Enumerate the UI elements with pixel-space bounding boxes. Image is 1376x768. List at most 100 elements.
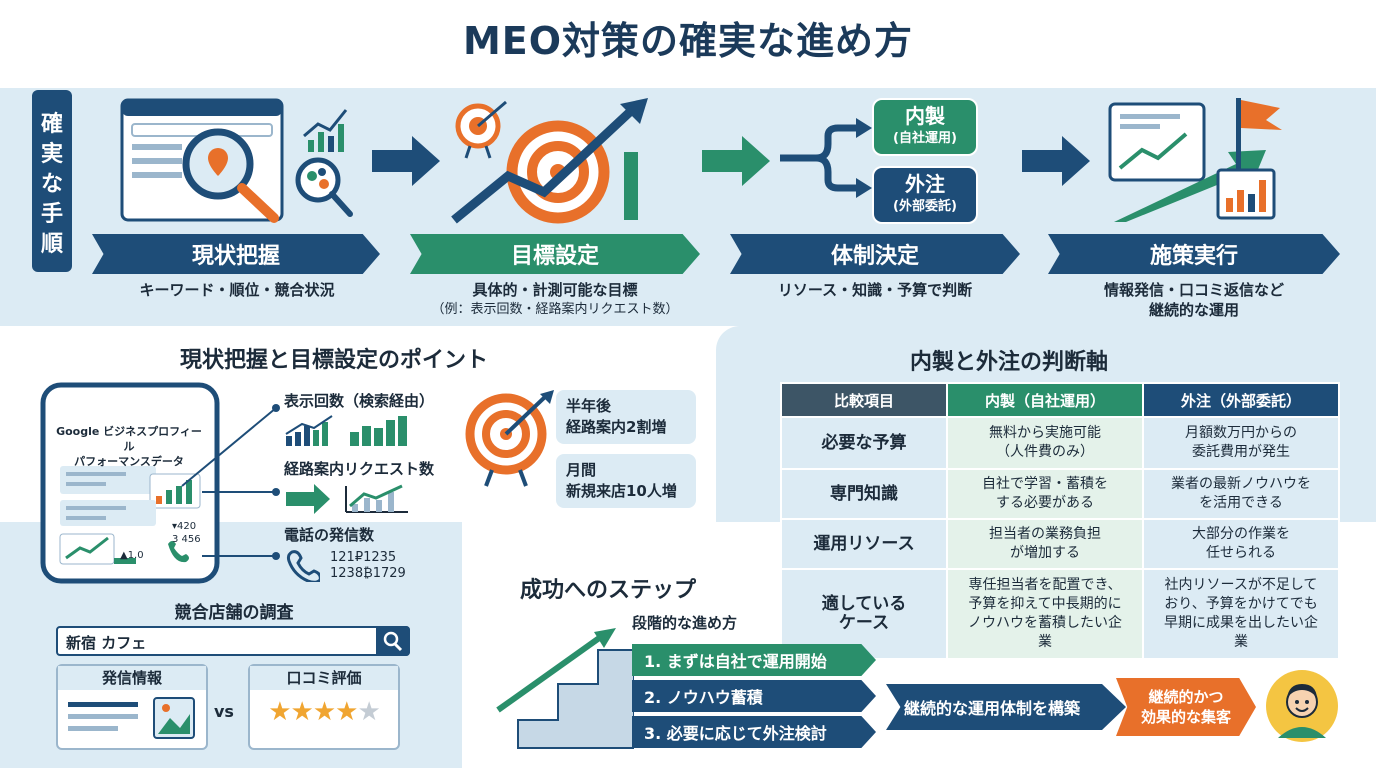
search-button[interactable] xyxy=(376,626,410,656)
impressions-charts xyxy=(285,415,407,446)
competitor-title: 競合店舗の調査 xyxy=(174,603,294,623)
compare-cell-line: 専任担当者を配置でき、 xyxy=(968,577,1122,593)
outsource-label: 外注 xyxy=(905,172,945,196)
metric-calls: 電話の発信数 xyxy=(284,526,375,544)
compare-row: 必要な予算無料から実施可能（人件費のみ）月額数万円からの委託費用が発生 xyxy=(780,416,1340,470)
step-desc-1: キーワード・順位・競合状況 xyxy=(92,280,382,300)
steps-vertical-label: 確実な手順 xyxy=(32,90,72,272)
step-ribbon-1: 現状把握 xyxy=(92,234,380,274)
competitor-card-reviews-title: 口コミ評価 xyxy=(250,666,398,690)
step-desc-1-line: キーワード・順位・競合状況 xyxy=(139,281,335,299)
compare-item: 運用リソース xyxy=(780,518,948,570)
inhouse-pill: 内製 (自社運用) xyxy=(872,98,978,156)
phone-num-2: 3 456 xyxy=(172,534,201,545)
compare-cell-line: 予算を抑えて中長期的に xyxy=(968,596,1122,612)
step-ribbon-3: 体制決定 xyxy=(730,234,1020,274)
step-name-4: 施策実行 xyxy=(1149,244,1238,269)
result-arrow-2: 継続的かつ 効果的な集客 xyxy=(1116,678,1256,736)
compare-header-outsource: 外注（外部委託） xyxy=(1142,382,1340,418)
compare-inhouse-cell: 専任担当者を配置でき、予算を抑えて中長期的にノウハウを蓄積したい企業 xyxy=(946,568,1144,660)
success-step-1: 1. まずは自社で運用開始 xyxy=(632,644,876,676)
step-desc-2-line2: （例：表示回数・経路案内リクエスト数） xyxy=(431,302,679,317)
compare-cell-line: 無料から実施可能 xyxy=(989,425,1101,441)
result-text-2a: 継続的かつ xyxy=(1148,688,1224,706)
step-desc-4: 情報発信・口コミ返信など継続的な運用 xyxy=(1048,280,1340,320)
directions-charts xyxy=(286,484,408,514)
metric-directions: 経路案内リクエスト数 xyxy=(284,460,435,478)
compare-cell-line: 担当者の業務負担 xyxy=(989,526,1101,542)
step-ribbon-4: 施策実行 xyxy=(1048,234,1340,274)
success-step-2: 2. ノウハウ蓄積 xyxy=(632,680,876,712)
inhouse-sub: (自社運用) xyxy=(893,131,957,146)
step-ribbon-2: 目標設定 xyxy=(410,234,700,274)
target-illustration xyxy=(451,98,648,224)
star-icon: ★ xyxy=(312,697,336,727)
step-name-1: 現状把握 xyxy=(191,244,280,269)
step-desc-3-line: リソース・知識・予算で判断 xyxy=(777,281,973,299)
phone-caption-2: パフォーマンスデータ xyxy=(74,455,184,468)
posts-illustration xyxy=(68,697,195,739)
goal-1-a: 半年後 xyxy=(566,397,612,415)
inhouse-label: 内製 xyxy=(905,104,945,128)
outsource-pill: 外注 (外部委託) xyxy=(872,166,978,224)
page-title: MEO対策の確実な進め方 xyxy=(462,19,914,63)
compare-cell-line: 早期に成果を出したい企 xyxy=(1164,615,1318,631)
compare-title: 内製と外注の判断軸 xyxy=(910,350,1109,375)
star-icon: ★ xyxy=(290,697,314,727)
star-rating: ★★★★★ xyxy=(250,690,398,734)
step-arrow-3 xyxy=(1022,136,1090,186)
competitor-search-box[interactable]: 新宿 カフェ xyxy=(56,626,410,656)
result-text-1: 継続的な運用体制を構築 xyxy=(904,699,1081,718)
compare-row: 適している ケース専任担当者を配置でき、予算を抑えて中長期的にノウハウを蓄積した… xyxy=(780,568,1340,660)
compare-cell-line: 業 xyxy=(1038,634,1052,650)
compare-outsource-cell: 社内リソースが不足しており、予算をかけてでも早期に成果を出したい企業 xyxy=(1142,568,1340,660)
competitor-search-input[interactable]: 新宿 カフェ xyxy=(66,634,147,652)
execution-illustration xyxy=(1108,98,1282,222)
compare-cell-line: （人件費のみ） xyxy=(996,444,1094,460)
competitor-card-posts-title: 発信情報 xyxy=(58,666,206,690)
phone-num-3: ▲1.0 xyxy=(120,550,144,561)
success-step-3: 3. 必要に応じて外注検討 xyxy=(632,716,876,748)
compare-cell-line: おり、予算をかけてでも xyxy=(1164,596,1318,612)
compare-outsource-cell: 月額数万円からの委託費用が発生 xyxy=(1142,416,1340,470)
compare-outsource-cell: 業者の最新ノウハウをを活用できる xyxy=(1142,468,1340,520)
compare-header-item: 比較項目 xyxy=(780,382,948,418)
compare-inhouse-cell: 自社で学習・蓄積をする必要がある xyxy=(946,468,1144,520)
goal-1-b: 経路案内2割増 xyxy=(566,418,667,436)
metric-impressions: 表示回数（検索経由） xyxy=(284,392,435,410)
search-icon xyxy=(383,631,403,652)
points-title: 現状把握と目標設定のポイント xyxy=(180,348,489,373)
compare-inhouse-cell: 担当者の業務負担が増加する xyxy=(946,518,1144,570)
step-arrow-1 xyxy=(372,136,440,186)
compare-row: 専門知識自社で学習・蓄積をする必要がある業者の最新ノウハウをを活用できる xyxy=(780,468,1340,520)
compare-item: 専門知識 xyxy=(780,468,948,520)
phone-call-icon xyxy=(286,550,320,582)
compare-cell-line: 月額数万円からの xyxy=(1185,425,1297,441)
phone-caption-1: Google ビジネスプロフィール xyxy=(56,425,202,453)
steps-label-text: 確実な手順 xyxy=(40,112,63,257)
goal-1: 半年後 経路案内2割増 xyxy=(556,390,696,444)
compare-cell-line: 大部分の作業を xyxy=(1192,526,1290,542)
compare-cell-line: を活用できる xyxy=(1199,495,1283,511)
outsource-sub: (外部委託) xyxy=(893,199,957,214)
compare-cell-line: が増加する xyxy=(1010,545,1080,561)
step-arrow-2 xyxy=(702,136,770,186)
compare-table: 比較項目 内製（自社運用） 外注（外部委託） 必要な予算無料から実施可能（人件費… xyxy=(780,382,1340,660)
step-name-2: 目標設定 xyxy=(510,244,599,269)
step-name-3: 体制決定 xyxy=(830,244,919,269)
call-num-2: 1238₿1729 xyxy=(330,566,406,581)
call-num-1: 121₽1235 xyxy=(330,550,397,565)
goal-2-b: 新規来店10人増 xyxy=(566,482,677,500)
competitor-card-posts: 発信情報 xyxy=(56,664,208,750)
happy-person-icon xyxy=(1266,670,1338,742)
compare-cell-line: 自社で学習・蓄積を xyxy=(982,476,1108,492)
compare-cell-line: 社内リソースが不足して xyxy=(1164,577,1318,593)
step-desc-2: 具体的・計測可能な目標（例：表示回数・経路案内リクエスト数） xyxy=(400,280,710,320)
compare-cell-line: 業 xyxy=(1234,634,1248,650)
star-icon: ★ xyxy=(268,697,291,727)
compare-inhouse-cell: 無料から実施可能 （人件費のみ） xyxy=(946,416,1144,470)
goal-2: 月間 新規来店10人増 xyxy=(556,454,696,508)
phone-num-1: ▾420 xyxy=(172,521,197,532)
compare-outsource-cell: 大部分の作業を任せられる xyxy=(1142,518,1340,570)
compare-header-inhouse: 内製（自社運用） xyxy=(946,382,1144,418)
